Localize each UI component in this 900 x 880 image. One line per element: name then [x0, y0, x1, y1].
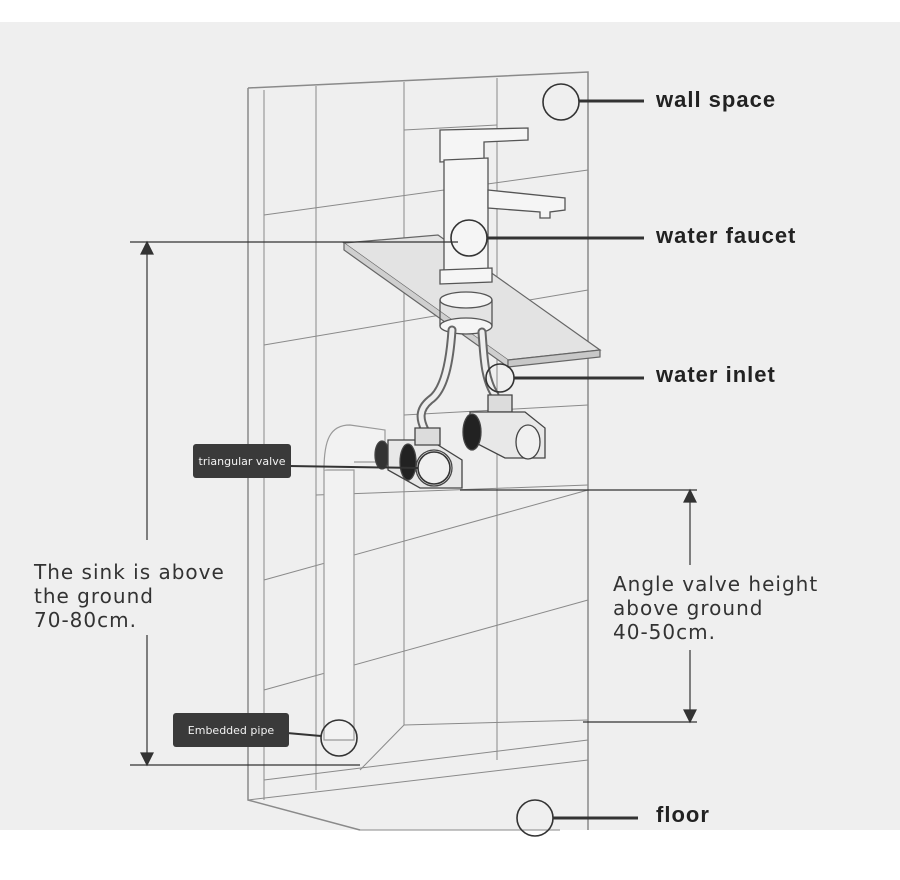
- second-valve-drawing: [462, 394, 546, 460]
- faucet-drawing: [439, 127, 566, 335]
- floor-label: floor: [656, 802, 710, 827]
- sink-height-dimension: [130, 240, 458, 767]
- embedded-pipe-tag: Embedded pipe: [173, 713, 289, 747]
- callout-embedded-pipe: [320, 719, 358, 757]
- sink-height-text: The sink is above the ground 70-80cm.: [34, 560, 225, 632]
- embedded-pipe-drawing: [323, 424, 386, 741]
- valve-height-text: Angle valve height above ground 40-50cm.: [613, 572, 819, 644]
- valve-height-dimension: [460, 488, 697, 724]
- water-faucet-label: water faucet: [656, 223, 797, 248]
- triangular-valve-drawing: [374, 427, 463, 489]
- water-inlet-label: water inlet: [656, 362, 776, 387]
- callout-floor: [516, 799, 554, 837]
- triangular-valve-tag: triangular valve: [193, 444, 291, 478]
- callout-wall-space: [542, 83, 580, 121]
- wall-space-label: wall space: [656, 87, 777, 112]
- leader-lines: [487, 99, 644, 820]
